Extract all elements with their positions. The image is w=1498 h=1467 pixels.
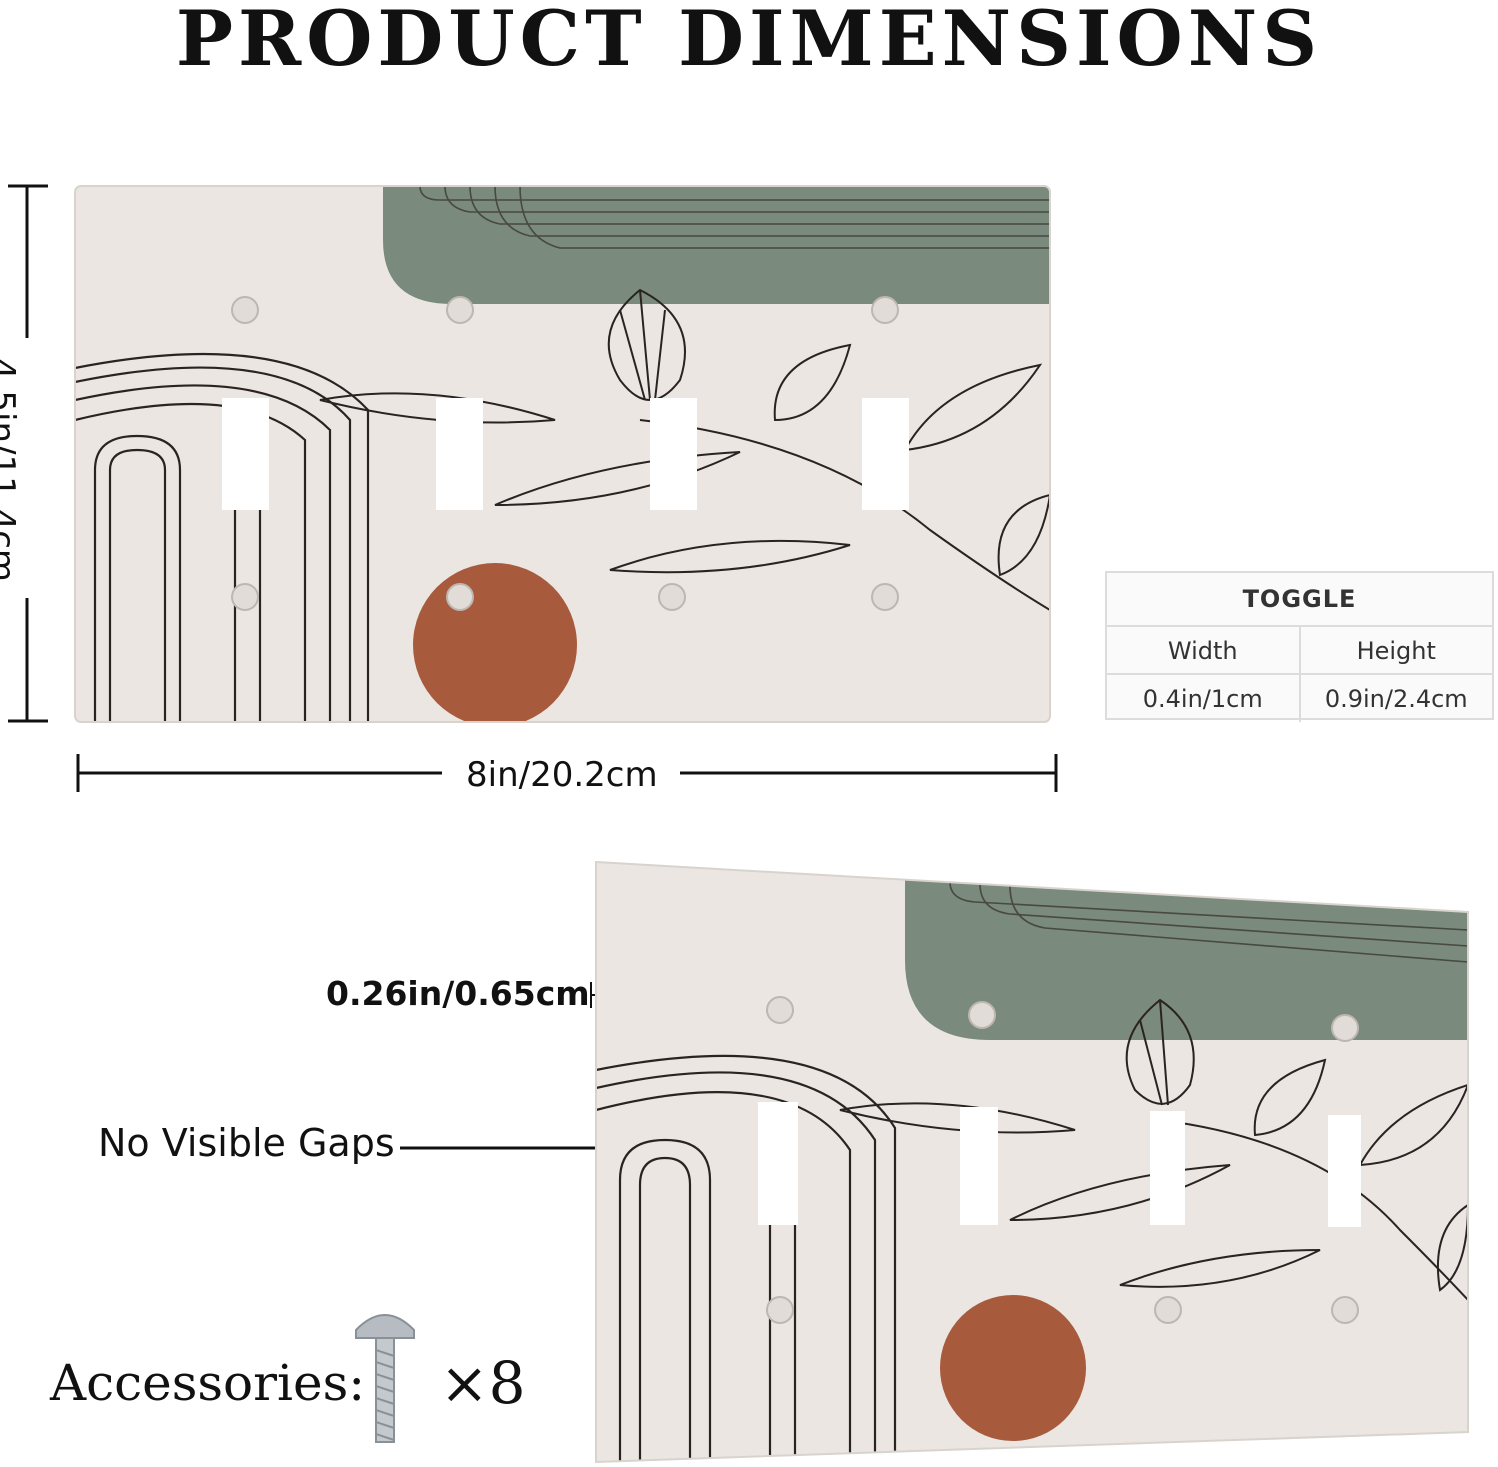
height-value: 4.5in/11.4cm bbox=[0, 357, 22, 583]
toggle-table-header: Width Height bbox=[1107, 625, 1492, 675]
width-label: 8in/20.2cm bbox=[466, 755, 658, 795]
no-visible-gaps-label: No Visible Gaps bbox=[98, 1121, 395, 1165]
width-header: Width bbox=[1167, 637, 1238, 665]
width-dimension-line bbox=[76, 754, 1058, 792]
toggle-title-cell: TOGGLE bbox=[1242, 585, 1357, 613]
height-dimension-line bbox=[8, 184, 48, 723]
switch-plate-front bbox=[75, 186, 1050, 722]
screw-count: ×8 bbox=[440, 1349, 526, 1417]
width-value: 0.4in/1cm bbox=[1142, 684, 1263, 713]
toggle-table-title: TOGGLE bbox=[1107, 573, 1492, 625]
toggle-size-table: TOGGLE Width Height 0.4in/1cm 0.9in/2.4c… bbox=[1105, 571, 1494, 722]
height-header: Height bbox=[1298, 627, 1493, 675]
switch-plate-perspective bbox=[596, 862, 1468, 1462]
page-title: PRODUCT DIMENSIONS bbox=[175, 0, 1323, 83]
height-value-cell: 0.9in/2.4cm bbox=[1298, 675, 1493, 722]
screw-icon bbox=[355, 1314, 415, 1443]
toggle-table-values: 0.4in/1cm 0.9in/2.4cm bbox=[1107, 673, 1492, 722]
accessories-label: Accessories: bbox=[50, 1354, 366, 1412]
thickness-label: 0.26in/0.65cm bbox=[326, 974, 590, 1013]
